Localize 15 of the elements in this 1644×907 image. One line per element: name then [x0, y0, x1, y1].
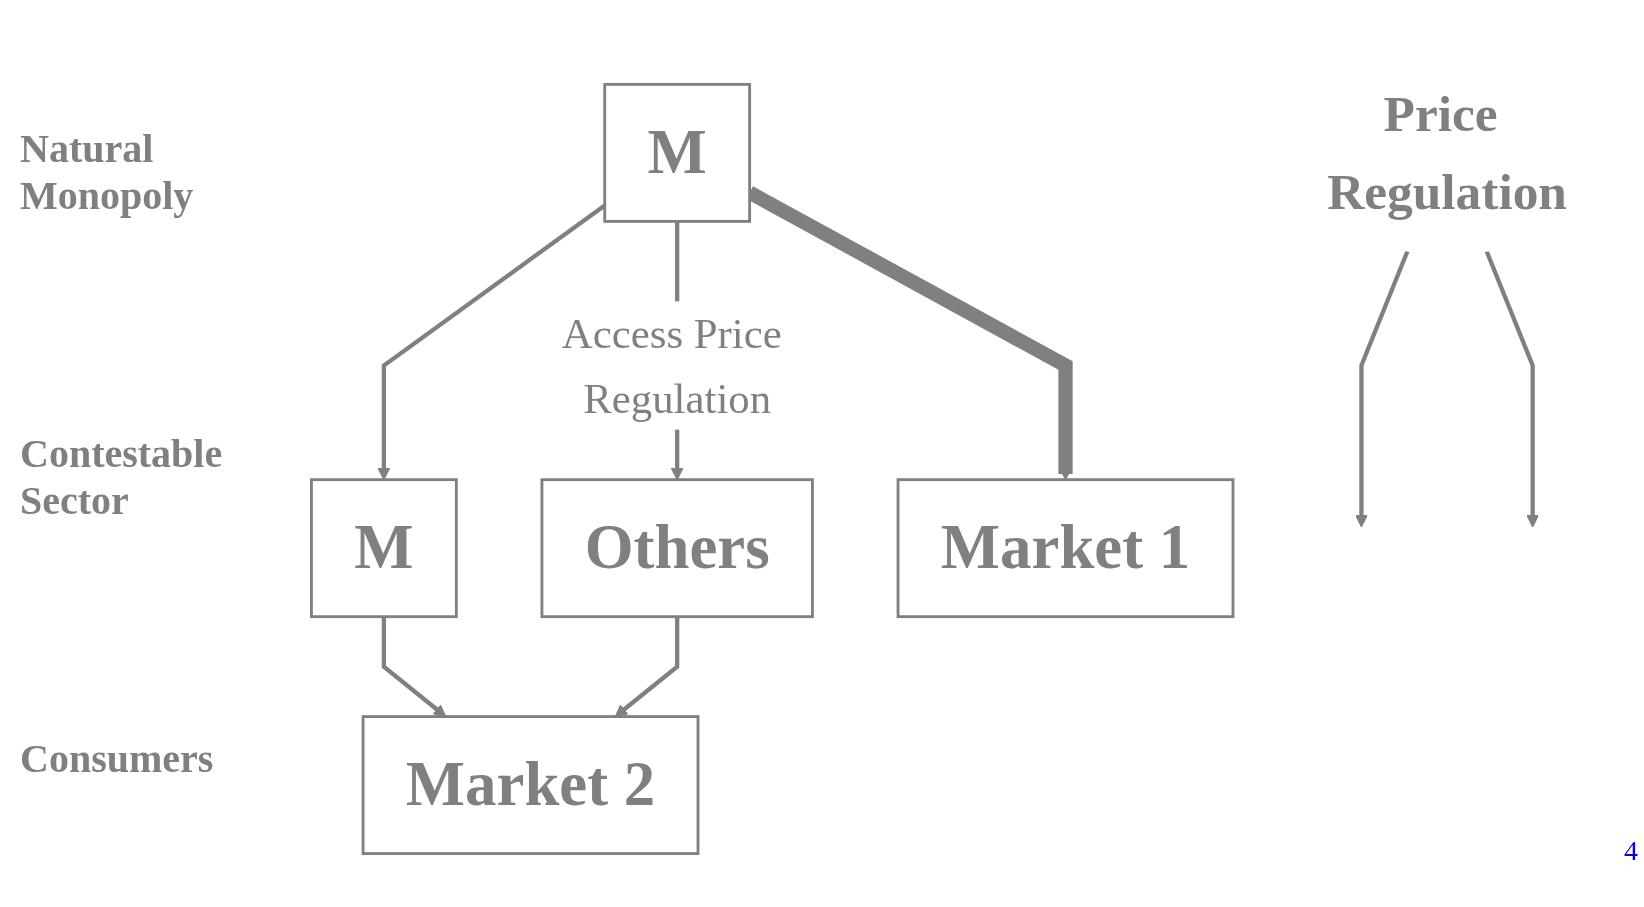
node-box: Market 2	[361, 714, 700, 855]
row-label: Contestable Sector	[20, 430, 224, 524]
arrow	[381, 616, 447, 717]
edge-label: Access Price Regulation	[561, 309, 782, 421]
arrow	[614, 616, 680, 717]
node-box: M	[603, 82, 752, 223]
row-label: Natural Monopoly	[20, 125, 195, 220]
node-box: M	[310, 477, 458, 618]
arrow	[1484, 250, 1539, 527]
page-number: 4	[1624, 835, 1638, 867]
row-label: Consumers	[20, 734, 215, 782]
arrow	[1355, 250, 1410, 527]
node-box: Others	[540, 477, 814, 618]
node-text: Price Regulation	[1327, 85, 1567, 220]
node-box: Market 1	[896, 477, 1235, 618]
